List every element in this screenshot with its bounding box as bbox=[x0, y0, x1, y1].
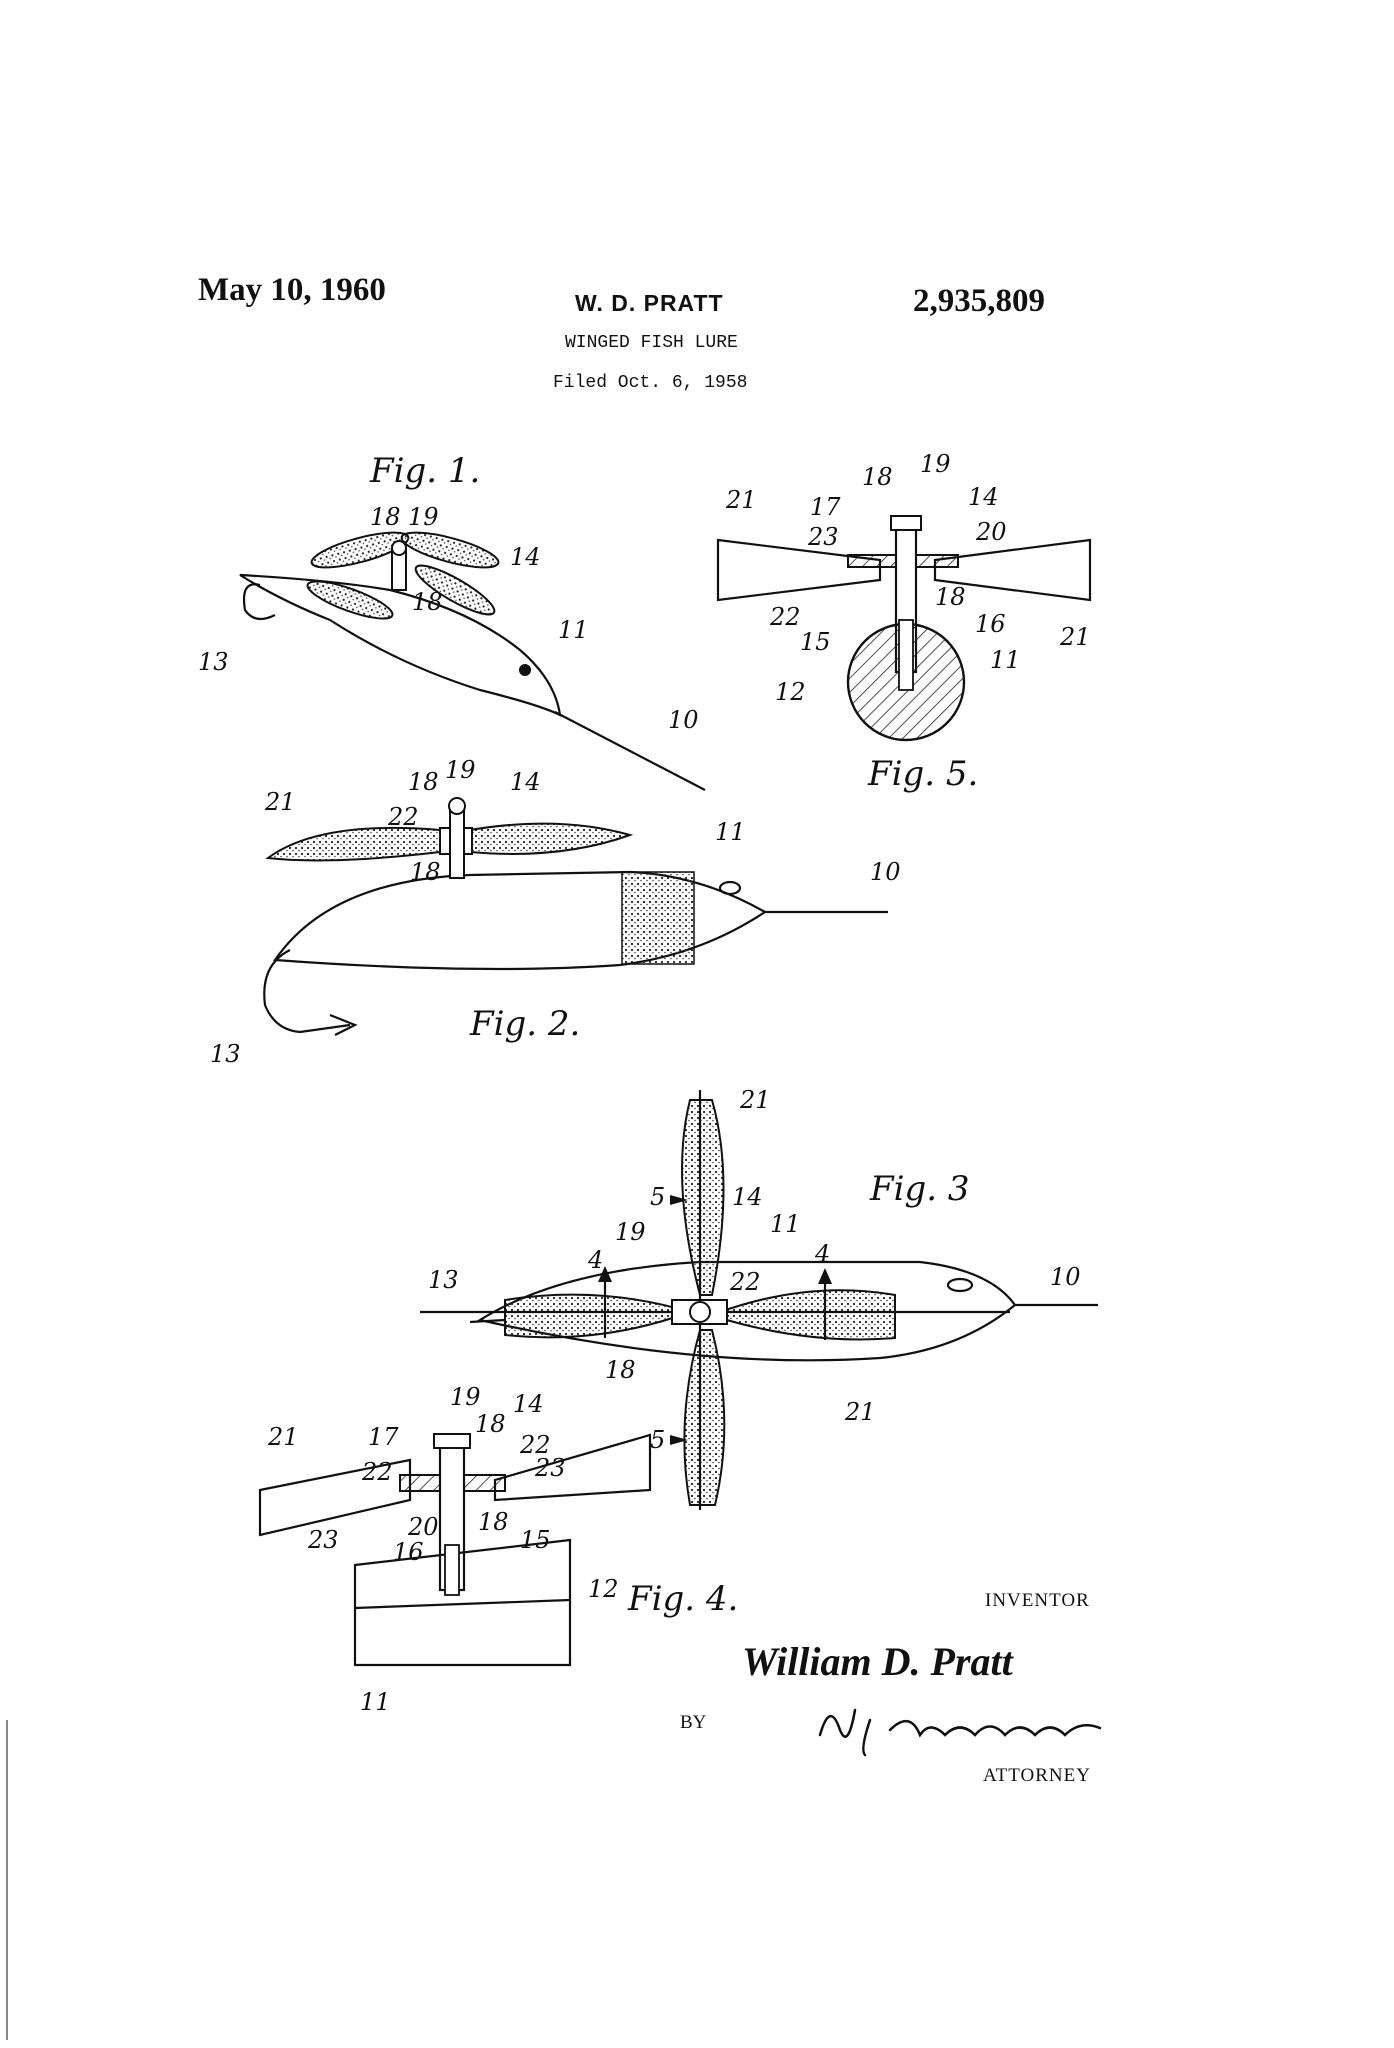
fig3-label-11: 11 bbox=[770, 1210, 801, 1238]
fig5-label-12: 12 bbox=[775, 678, 806, 706]
fig4-label-19: 19 bbox=[450, 1383, 481, 1411]
attorney-signature bbox=[818, 1708, 1102, 1757]
fig3-label-10: 10 bbox=[1050, 1263, 1081, 1291]
fig1-label-18b: 18 bbox=[412, 588, 443, 616]
fig4-label-18a: 18 bbox=[475, 1410, 506, 1438]
patent-number: 2,935,809 bbox=[913, 283, 1045, 319]
fig2-label-13: 13 bbox=[210, 1040, 241, 1068]
filed-date: Filed Oct. 6, 1958 bbox=[553, 373, 748, 393]
fig1-label-11: 11 bbox=[558, 616, 589, 644]
fig5-label-18a: 18 bbox=[862, 463, 893, 491]
figure-4: 19 18 14 21 17 22 23 22 20 18 15 23 16 1… bbox=[258, 1383, 738, 1716]
fig3-label-4a: 4 bbox=[587, 1246, 603, 1274]
fig5-caption: Fig. 5. bbox=[867, 754, 978, 794]
fig1-caption: Fig. 1. bbox=[369, 451, 480, 491]
fig1-label-18: 18 bbox=[370, 503, 401, 531]
fig5-label-16: 16 bbox=[975, 610, 1006, 638]
patent-title: WINGED FISH LURE bbox=[565, 333, 738, 353]
fig5-label-19: 19 bbox=[920, 450, 951, 478]
fig3-label-13: 13 bbox=[428, 1266, 459, 1294]
fig2-label-22: 22 bbox=[387, 803, 419, 831]
fig3-label-4b: 4 bbox=[814, 1240, 830, 1268]
scan-margin-line bbox=[6, 1720, 8, 2040]
fig3-label-18: 18 bbox=[605, 1356, 636, 1384]
fig5-label-23: 23 bbox=[807, 523, 839, 551]
fig4-label-21: 21 bbox=[267, 1423, 299, 1451]
fig3-label-19: 19 bbox=[615, 1218, 646, 1246]
fig4-label-14: 14 bbox=[513, 1390, 544, 1418]
fig1-label-10: 10 bbox=[668, 706, 699, 734]
fig4-label-15: 15 bbox=[520, 1526, 551, 1554]
fig2-label-21: 21 bbox=[264, 788, 296, 816]
fig2-label-11: 11 bbox=[715, 818, 746, 846]
fig2-label-18b: 18 bbox=[410, 858, 441, 886]
inventor-short-name: W. D. PRATT bbox=[575, 290, 724, 316]
fig4-label-16: 16 bbox=[393, 1538, 424, 1566]
fig2-label-10: 10 bbox=[870, 858, 901, 886]
fig4-label-22b: 22 bbox=[361, 1458, 393, 1486]
attorney-label: ATTORNEY bbox=[983, 1765, 1091, 1786]
fig5-label-11: 11 bbox=[990, 646, 1021, 674]
fig3-label-14: 14 bbox=[732, 1183, 763, 1211]
fig3-label-5a: 5 bbox=[650, 1183, 665, 1211]
fig4-label-20: 20 bbox=[407, 1513, 439, 1541]
fig5-label-17: 17 bbox=[810, 493, 841, 521]
fig4-label-12: 12 bbox=[588, 1575, 619, 1603]
fig3-caption: Fig. 3 bbox=[869, 1169, 969, 1209]
fig2-label-19: 19 bbox=[445, 756, 476, 784]
fig5-label-21b: 21 bbox=[1059, 623, 1091, 651]
fig3-label-5b: 5 bbox=[650, 1426, 665, 1454]
patent-date: May 10, 1960 bbox=[198, 272, 386, 308]
fig4-label-11: 11 bbox=[360, 1688, 391, 1716]
fig5-label-21a: 21 bbox=[725, 486, 757, 514]
fig3-label-21b: 21 bbox=[844, 1398, 876, 1426]
fig5-label-15: 15 bbox=[800, 628, 831, 656]
figure-3: 21 5 14 11 19 4 4 22 13 10 18 21 5 Fig. … bbox=[420, 1086, 1098, 1510]
fig2-label-18a: 18 bbox=[408, 768, 439, 796]
fig4-label-18b: 18 bbox=[478, 1508, 509, 1536]
fig3-label-22: 22 bbox=[729, 1268, 761, 1296]
fig5-label-20: 20 bbox=[975, 518, 1007, 546]
fig4-caption: Fig. 4. bbox=[627, 1579, 738, 1619]
fig2-caption: Fig. 2. bbox=[469, 1004, 580, 1044]
fig5-label-14: 14 bbox=[968, 483, 999, 511]
inventor-signature: William D. Pratt bbox=[742, 1639, 1013, 1684]
fig4-label-23b: 23 bbox=[307, 1526, 339, 1554]
fig5-label-22: 22 bbox=[769, 603, 801, 631]
fig1-label-13: 13 bbox=[198, 648, 229, 676]
fig4-label-22a: 22 bbox=[519, 1431, 551, 1459]
fig1-label-14: 14 bbox=[510, 543, 541, 571]
by-label: BY bbox=[680, 1712, 707, 1733]
fig4-label-23a: 23 bbox=[534, 1454, 566, 1482]
figure-2: 18 19 14 21 22 18 11 10 13 Fig. 2. bbox=[210, 756, 901, 1068]
figure-1: Fig. 1. 18 19 14 18 11 13 10 bbox=[198, 451, 706, 791]
fig4-label-17: 17 bbox=[368, 1423, 399, 1451]
fig2-label-14: 14 bbox=[510, 768, 541, 796]
fig1-label-19: 19 bbox=[408, 503, 439, 531]
figure-5: 21 18 19 17 14 23 20 22 18 16 21 15 11 1… bbox=[716, 450, 1092, 794]
inventor-label: INVENTOR bbox=[985, 1590, 1090, 1611]
fig5-label-18b: 18 bbox=[935, 583, 966, 611]
fig3-label-21a: 21 bbox=[739, 1086, 771, 1114]
